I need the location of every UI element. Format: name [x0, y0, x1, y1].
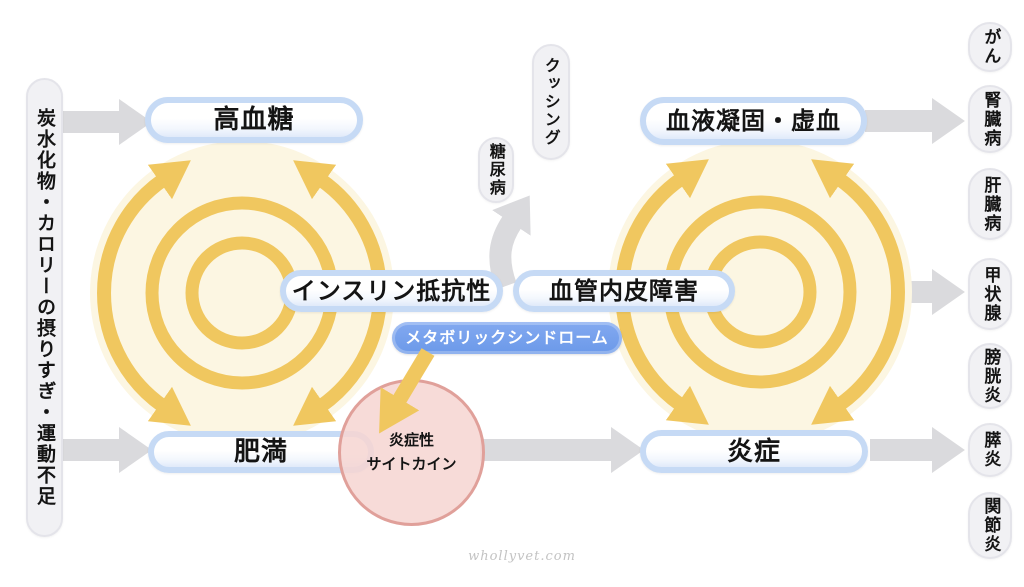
- outcome-pill-thyroid: 甲状腺: [968, 258, 1012, 330]
- watermark-text: whollyvet.com: [468, 549, 576, 564]
- badge-metabolic-syndrome: メタボリックシンドローム: [392, 322, 622, 354]
- outcome-pill-cystitis: 膀胱炎: [968, 343, 1012, 409]
- node-pill-coagulation-ischemia: 血液凝固・虚血: [640, 97, 867, 145]
- outcome-pill-arthritis: 関節炎: [968, 492, 1012, 559]
- outcome-pill-liver-disease: 肝臓病: [968, 168, 1012, 240]
- node-pill-diabetes: 糖尿病: [478, 137, 514, 203]
- cytokine-label-line1: 炎症性: [388, 431, 434, 450]
- node-pill-insulin-resistance: インスリン抵抗性: [280, 270, 503, 312]
- node-pill-cushing: クッシング: [532, 44, 570, 160]
- cytokine-label-line2: サイトカイン: [366, 454, 457, 473]
- node-pill-obesity: 肥満: [148, 431, 374, 473]
- outcome-pill-pancreatitis: 膵炎: [968, 423, 1012, 477]
- outcome-pill-cancer: がん: [968, 22, 1012, 72]
- node-pill-hyperglycemia: 高血糖: [145, 97, 363, 143]
- node-pill-vascular-endothelial-damage: 血管内皮障害: [513, 270, 735, 312]
- outcome-pill-kidney-disease: 腎臓病: [968, 85, 1012, 153]
- cause-pill-diet-exercise: 炭水化物・カロリーの摂りすぎ・運動不足: [26, 78, 63, 537]
- node-pill-inflammation: 炎症: [640, 430, 868, 473]
- cytokine-circle: 炎症性 サイトカイン: [338, 379, 485, 526]
- arrow-to-diabetes-cushing-icon: [489, 195, 531, 290]
